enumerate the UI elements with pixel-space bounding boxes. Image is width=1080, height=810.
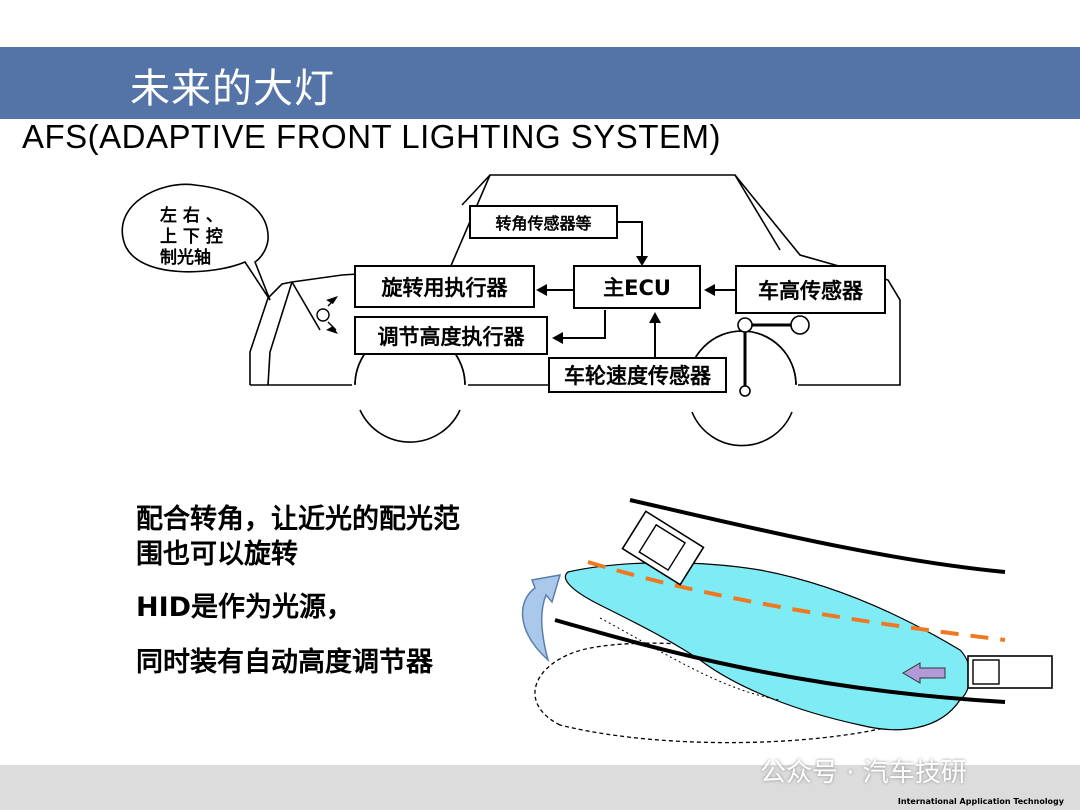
steering-sensor-box: 转角传感器等 <box>469 205 618 239</box>
travel-direction-arrow-icon <box>902 662 946 684</box>
title-bar <box>0 47 1080 119</box>
footer-bar <box>0 765 1080 810</box>
own-car-icon <box>967 655 1053 689</box>
slide-title: 未来的大灯 <box>130 66 335 112</box>
oncoming-car-icon <box>621 510 705 586</box>
main-ecu-box: 主ECU <box>573 265 701 309</box>
speech-bubble <box>121 183 271 301</box>
bubble-text: 左 右 、 上 下 控 制光轴 <box>160 206 223 268</box>
road-edge-outer <box>629 498 1006 574</box>
height-sensor-linkage <box>737 315 810 397</box>
beam-illustration <box>521 498 1053 744</box>
leveling-actuator-box: 调节高度执行器 <box>354 316 548 355</box>
road-edge-inner <box>554 618 1006 704</box>
swivel-actuator-box: 旋转用执行器 <box>354 265 535 308</box>
watermark: 公众号 · 汽车技研 <box>760 758 967 788</box>
swiveled-beam <box>564 562 971 731</box>
description-line-2: 围也可以旋转 <box>136 539 298 570</box>
slide-subtitle: AFS(ADAPTIVE FRONT LIGHTING SYSTEM) <box>22 118 721 155</box>
footer-note: International Application Technology <box>897 797 1064 806</box>
description-line-4: 同时装有自动高度调节器 <box>136 647 433 678</box>
swivel-rotation-arrow-icon <box>521 574 562 663</box>
description-line-3: HID是作为光源， <box>136 592 354 623</box>
wheel-speed-sensor-box: 车轮速度传感器 <box>548 357 727 393</box>
cutoff-line <box>587 560 1006 642</box>
height-sensor-box: 车高传感器 <box>735 265 886 314</box>
headlamp-icon <box>316 296 338 334</box>
signal-arrowheads <box>536 256 715 344</box>
description-line-1: 配合转角，让近光的配光范 <box>136 504 460 535</box>
